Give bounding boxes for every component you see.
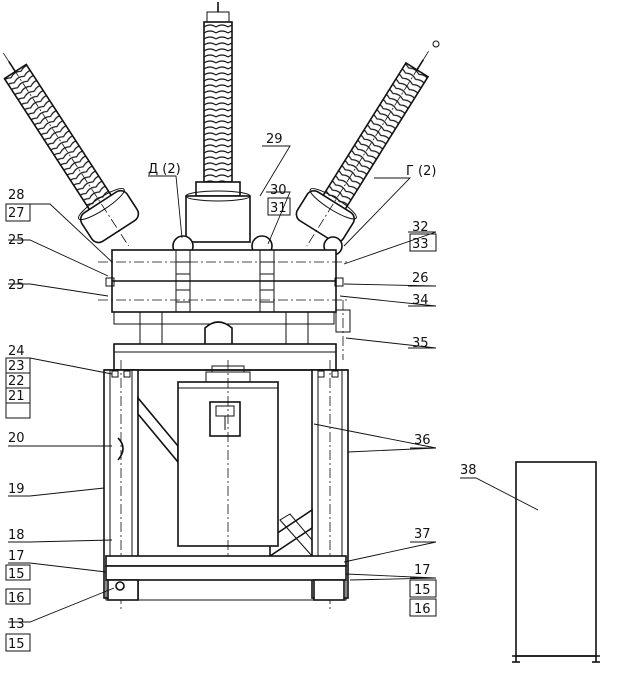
label-boxes	[5, 197, 437, 652]
label-32: 32	[412, 220, 429, 235]
label-22: 22	[8, 374, 25, 389]
label-d2: Д (2)	[148, 162, 181, 177]
label-33: 33	[412, 237, 429, 252]
upper-frame	[104, 343, 348, 371]
label-g2: Г (2)	[406, 164, 436, 179]
label-29: 29	[266, 132, 283, 147]
label-17-right: 17	[414, 563, 431, 578]
label-15-right: 15	[414, 583, 431, 598]
label-35: 35	[412, 336, 429, 351]
control-cabinet	[512, 461, 600, 663]
label-19: 19	[8, 482, 25, 497]
braces	[137, 395, 313, 558]
label-28: 28	[8, 188, 25, 203]
label-26: 26	[412, 271, 429, 286]
leader-lines	[8, 145, 539, 623]
center-bushing	[185, 2, 251, 243]
label-37: 37	[414, 527, 431, 542]
label-27: 27	[8, 206, 25, 221]
label-16-left: 16	[8, 591, 25, 606]
label-18: 18	[8, 528, 25, 543]
label-13: 13	[8, 617, 25, 632]
label-20: 20	[8, 431, 25, 446]
mechanism-tank	[177, 360, 279, 560]
label-24: 24	[8, 344, 25, 359]
label-38: 38	[460, 463, 477, 478]
label-34: 34	[412, 293, 429, 308]
label-16-right: 16	[414, 602, 431, 617]
labels: 29 Д (2) 30 31 Г (2) 28 27 25 25 32 33 2…	[8, 132, 477, 652]
base-frame	[105, 555, 347, 601]
label-15-bottom: 15	[8, 637, 25, 652]
label-21: 21	[8, 389, 25, 404]
label-17-left: 17	[8, 549, 25, 564]
right-bushing	[295, 40, 440, 247]
head-housing	[98, 235, 351, 360]
label-36: 36	[414, 433, 431, 448]
label-25-upper: 25	[8, 233, 25, 248]
label-30: 30	[270, 183, 287, 198]
label-23: 23	[8, 359, 25, 374]
left-bushing	[3, 52, 140, 247]
label-15-left: 15	[8, 567, 25, 582]
label-31: 31	[270, 201, 287, 216]
label-25-lower: 25	[8, 278, 25, 293]
